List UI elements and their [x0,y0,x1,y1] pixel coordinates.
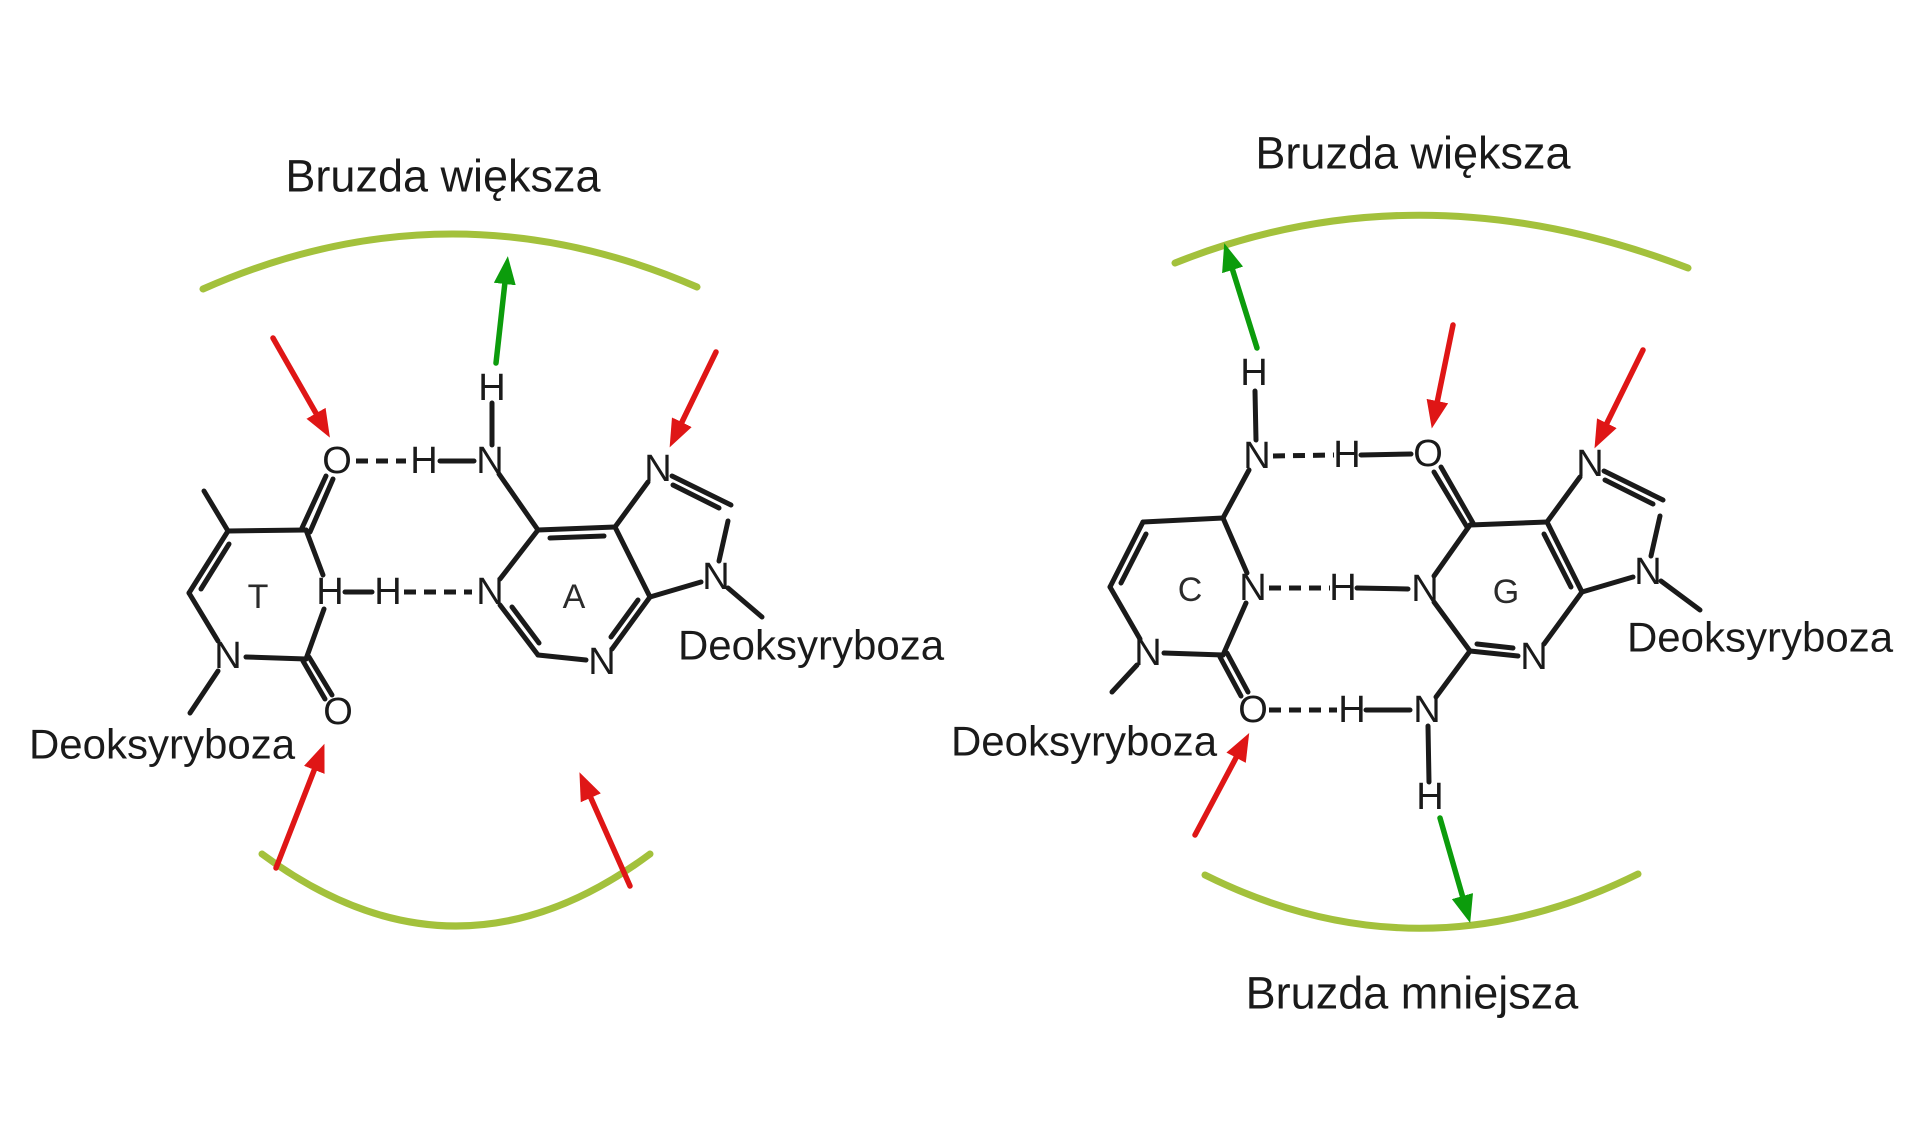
atom-n: N [588,641,615,683]
atom-n: N [1239,567,1266,609]
minor-groove-arc-left [258,850,654,930]
atom-o: O [323,691,353,733]
atom-n: N [214,635,241,677]
base-letter-t: T [248,578,269,616]
red-arrow-left-bottom-left [273,743,325,871]
major-groove-arc-left [199,230,701,293]
hydrogen-bonds-ta [342,458,477,595]
hydrogen-bond-dashed [1272,452,1335,459]
hydrogen-bonds-cg [1269,451,1414,713]
atom-n: N [476,571,503,613]
atom-n: N [644,448,671,490]
atom-n: N [702,556,729,598]
base-letter-a: A [563,578,586,616]
atom-h: H [478,367,505,409]
atom-n: N [1243,435,1270,477]
adenine-skeleton [489,400,765,663]
atom-h: H [1329,567,1356,609]
red-arrow-left-top-left [270,335,330,438]
red-arrow-left-top-right [669,349,719,448]
major-groove-arc-right [1171,211,1692,272]
deoxyribose-label-guanine: Deoksyryboza [1627,614,1894,661]
major-groove-label-right: Bruzda większa [1255,128,1571,179]
thymine-skeleton [186,473,336,716]
green-arrow-left-major [493,256,516,366]
major-groove-label-left: Bruzda większa [285,151,601,202]
atom-o: O [1238,689,1268,731]
red-arrow-right-top-right [1594,347,1646,449]
atom-o: O [322,440,352,482]
atom-n: N [1634,551,1661,593]
atom-n: N [1520,636,1547,678]
atom-h: H [1338,689,1365,731]
base-letter-c: C [1178,571,1203,609]
atom-h: H [1333,434,1360,476]
atom-o: O [1413,433,1443,475]
minor-groove-arc-right [1201,870,1642,932]
atom-h: H [316,571,343,613]
red-arrow-right-top-middle [1426,322,1456,429]
atom-h: H [410,440,437,482]
deoxyribose-label-adenine: Deoksyryboza [678,622,945,669]
atom-h: H [374,571,401,613]
atom-h: H [1416,776,1443,818]
red-arrow-left-bottom-right [579,772,633,889]
atom-n: N [1576,443,1603,485]
atom-n: N [1411,568,1438,610]
green-arrow-right-major [1222,243,1260,351]
atom-n: N [476,440,503,482]
base-letter-g: G [1493,573,1519,611]
atom-n: N [1134,632,1161,674]
red-arrow-right-bottom [1192,733,1250,838]
cytosine-skeleton [1107,388,1259,699]
green-arrow-right-minor [1437,815,1474,923]
minor-groove-label-right: Bruzda mniejsza [1246,968,1580,1019]
guanine-skeleton [1425,464,1703,785]
atom-h: H [1240,352,1267,394]
atom-n: N [1413,689,1440,731]
deoxyribose-label-thymine: Deoksyryboza [29,721,296,768]
deoxyribose-label-cytosine: Deoksyryboza [951,718,1218,765]
